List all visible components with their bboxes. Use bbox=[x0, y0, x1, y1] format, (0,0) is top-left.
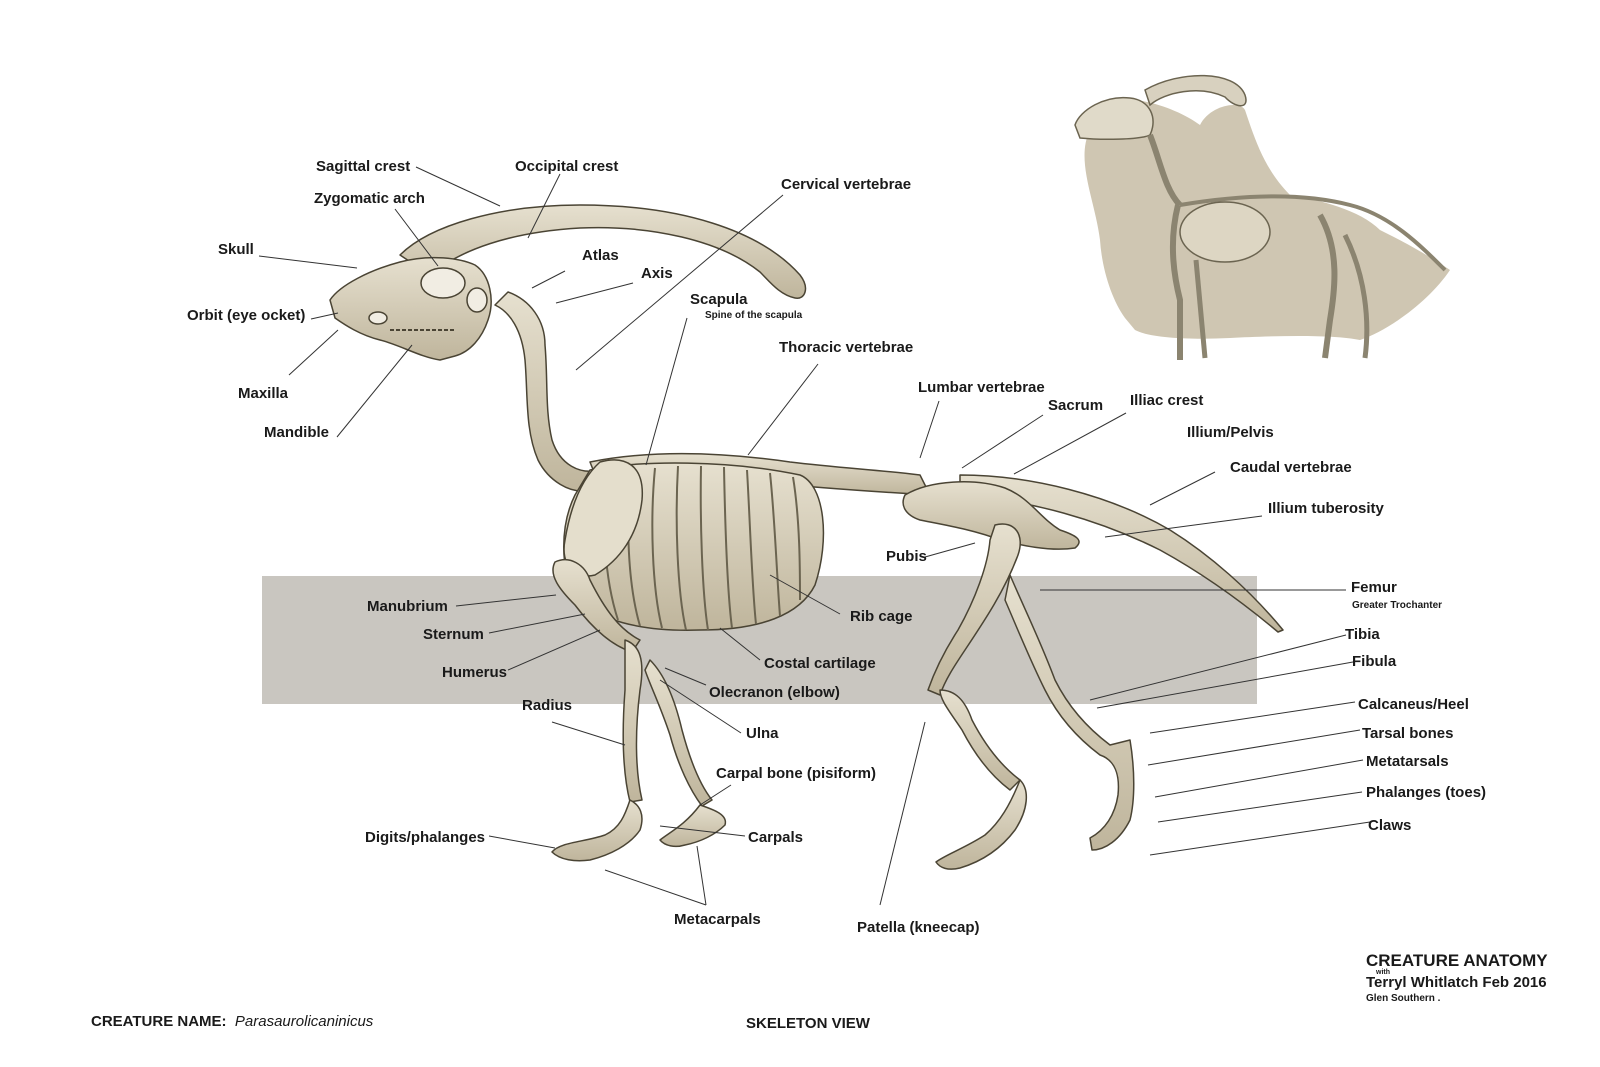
nostril-hole bbox=[368, 311, 388, 325]
label-zygomatic-arch: Zygomatic arch bbox=[314, 190, 425, 207]
tibia-bone bbox=[939, 689, 1021, 791]
skull-fenestra bbox=[466, 287, 488, 313]
label-illiac-crest: Illiac crest bbox=[1130, 392, 1204, 409]
label-axis: Axis bbox=[641, 265, 673, 282]
skull-bone bbox=[329, 256, 492, 361]
hind-foot-near bbox=[935, 779, 1027, 870]
label-carpals: Carpals bbox=[748, 829, 804, 846]
label-metatarsals: Metatarsals bbox=[1366, 753, 1449, 770]
label-digits-phalanges: Digits/phalanges bbox=[365, 829, 486, 846]
credits-title: CREATURE ANATOMY bbox=[1366, 951, 1548, 970]
label-sagittal-crest: Sagittal crest bbox=[316, 158, 411, 175]
creature-name: CREATURE NAME: Parasaurolicaninicus bbox=[91, 1013, 373, 1030]
radius-ulna-front bbox=[622, 639, 643, 803]
label-illium-pelvis: Illium/Pelvis bbox=[1187, 424, 1274, 441]
inset-silhouette bbox=[1074, 74, 1450, 360]
label-illium-tuberosity: Illium tuberosity bbox=[1268, 500, 1384, 517]
label-olecranon: Olecranon (elbow) bbox=[709, 684, 840, 701]
label-atlas: Atlas bbox=[582, 247, 619, 264]
credits-with: with bbox=[1376, 969, 1390, 976]
front-foot-2 bbox=[659, 804, 727, 848]
label-mandible: Mandible bbox=[264, 424, 330, 441]
main-skeleton bbox=[329, 204, 1284, 870]
label-carpal-bone: Carpal bone (pisiform) bbox=[716, 765, 877, 782]
scapula-bone bbox=[563, 459, 643, 577]
label-metacarpals: Metacarpals bbox=[674, 911, 761, 928]
label-calcaneus: Calcaneus/Heel bbox=[1358, 696, 1469, 713]
label-humerus: Humerus bbox=[442, 664, 508, 681]
humerus-bone bbox=[552, 559, 641, 653]
label-femur-sub: Greater Trochanter bbox=[1352, 600, 1443, 611]
label-sternum: Sternum bbox=[423, 626, 484, 643]
label-scapula-sub: Spine of the scapula bbox=[705, 310, 803, 321]
front-foot-1 bbox=[551, 799, 643, 862]
label-sacrum: Sacrum bbox=[1048, 397, 1104, 414]
femur-bone bbox=[927, 523, 1021, 696]
label-costal-cartilage: Costal cartilage bbox=[764, 655, 876, 672]
label-skull: Skull bbox=[218, 241, 254, 258]
label-caudal-vertebrae: Caudal vertebrae bbox=[1230, 459, 1352, 476]
label-radius: Radius bbox=[522, 697, 573, 714]
label-manubrium: Manubrium bbox=[367, 598, 448, 615]
label-tibia: Tibia bbox=[1345, 626, 1380, 643]
hind-limb-far bbox=[1004, 574, 1135, 851]
label-cervical-vertebrae: Cervical vertebrae bbox=[781, 176, 912, 193]
label-claws: Claws bbox=[1368, 817, 1412, 834]
label-scapula: Scapula bbox=[690, 291, 748, 308]
label-occipital-crest: Occipital crest bbox=[515, 158, 619, 175]
view-title: SKELETON VIEW bbox=[746, 1015, 870, 1032]
label-femur: Femur bbox=[1351, 579, 1397, 596]
creature-name-label: CREATURE NAME: bbox=[91, 1013, 227, 1030]
label-fibula: Fibula bbox=[1352, 653, 1397, 670]
label-lumbar-vertebrae: Lumbar vertebrae bbox=[918, 379, 1045, 396]
neck-vertebrae bbox=[494, 291, 601, 492]
label-orbit: Orbit (eye ocket) bbox=[187, 307, 306, 324]
label-thoracic-vertebrae: Thoracic vertebrae bbox=[779, 339, 914, 356]
label-rib-cage: Rib cage bbox=[850, 608, 913, 625]
credits-artist: Glen Southern . bbox=[1366, 993, 1441, 1004]
label-maxilla: Maxilla bbox=[238, 385, 289, 402]
credits-author: Terryl Whitlatch Feb 2016 bbox=[1366, 974, 1547, 991]
label-ulna: Ulna bbox=[746, 725, 779, 742]
label-patella: Patella (kneecap) bbox=[857, 919, 980, 936]
crest-bone bbox=[399, 204, 807, 299]
label-pubis: Pubis bbox=[886, 548, 927, 565]
orbit-hole bbox=[420, 267, 466, 299]
pelvis-bone bbox=[902, 481, 1080, 550]
leader-lines bbox=[258, 166, 1371, 906]
creature-name-value: Parasaurolicaninicus bbox=[234, 1013, 374, 1030]
label-phalanges-toes: Phalanges (toes) bbox=[1366, 784, 1487, 801]
label-tarsal-bones: Tarsal bones bbox=[1362, 725, 1454, 742]
